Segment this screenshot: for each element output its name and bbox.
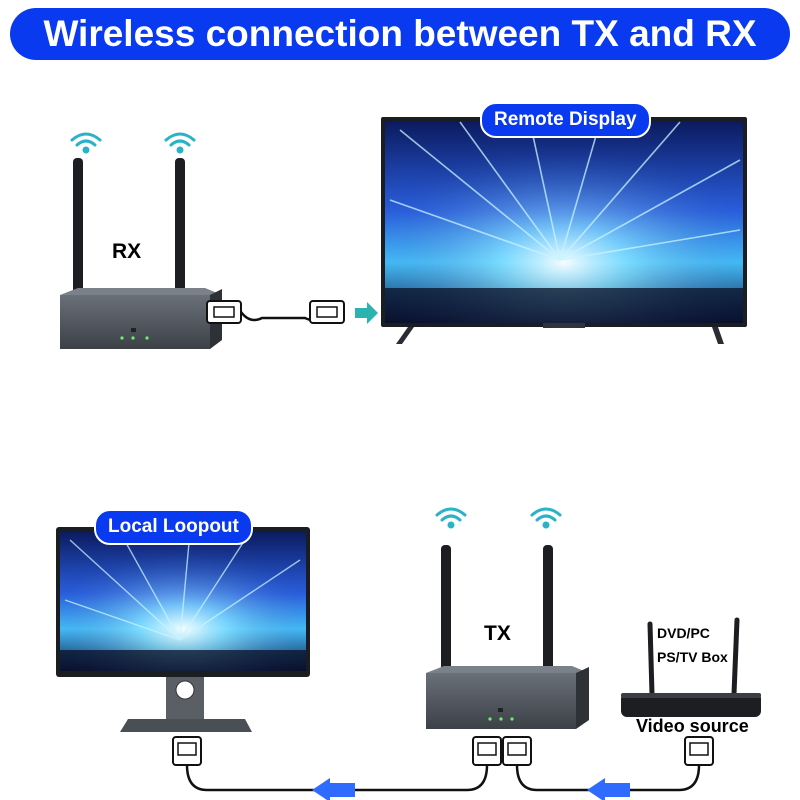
hdmi-connector-icon	[472, 736, 502, 766]
local-monitor	[56, 527, 310, 732]
remote-display-badge: Remote Display	[480, 102, 651, 138]
source-line1-label: DVD/PC	[657, 625, 710, 641]
video-source-device	[621, 617, 761, 717]
tx-device	[426, 545, 589, 729]
wifi-icon	[164, 132, 196, 154]
hdmi-connector-icon	[684, 736, 714, 766]
source-line2-label: PS/TV Box	[657, 649, 728, 665]
title-banner: Wireless connection between TX and RX	[10, 8, 790, 60]
rx-hdmi-cable	[206, 300, 345, 324]
wifi-icon	[435, 507, 467, 529]
wifi-icon	[530, 507, 562, 529]
rx-label: RX	[112, 240, 142, 263]
arrow-icon	[355, 302, 378, 324]
video-source-label: Video source	[636, 716, 749, 736]
local-loopout-badge: Local Loopout	[94, 509, 253, 545]
remote-tv	[381, 117, 747, 344]
arrow-icon	[587, 778, 630, 800]
hdmi-connector-icon	[172, 736, 202, 766]
wifi-icon	[70, 132, 102, 154]
tx-label: TX	[484, 622, 511, 645]
hdmi-connector-icon	[502, 736, 532, 766]
arrow-icon	[312, 778, 355, 800]
